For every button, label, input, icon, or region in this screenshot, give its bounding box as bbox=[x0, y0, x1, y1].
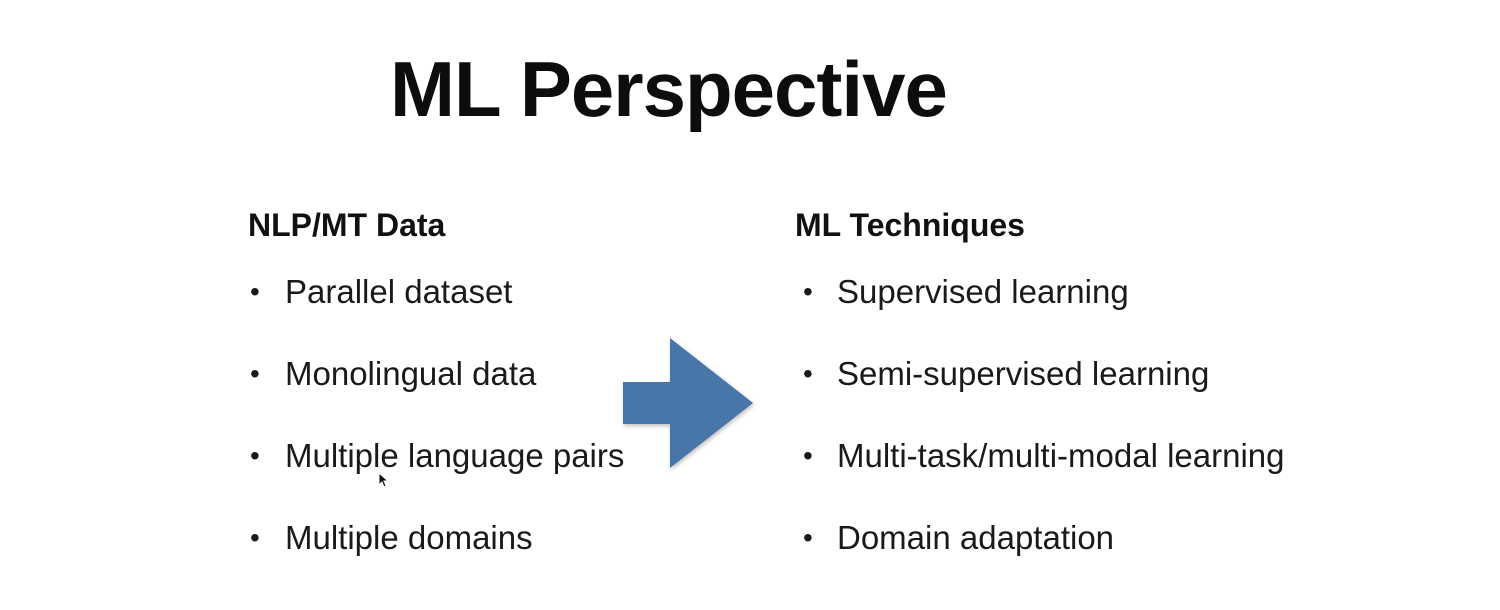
list-item-text: Supervised learning bbox=[837, 273, 1129, 310]
right-arrow-icon bbox=[620, 335, 760, 480]
bullet: • bbox=[250, 276, 260, 307]
list-item: • Parallel dataset bbox=[248, 272, 512, 354]
bullet: • bbox=[250, 358, 260, 389]
bullet: • bbox=[803, 440, 813, 471]
left-bullet-list: • Parallel dataset • Monolingual data • … bbox=[248, 272, 624, 600]
list-item: • Multiple language pairs bbox=[248, 436, 624, 518]
mouse-cursor-icon bbox=[378, 471, 390, 493]
bullet: • bbox=[803, 358, 813, 389]
list-item: • Multi-task/multi-modal learning bbox=[795, 436, 1284, 518]
list-item: • Supervised learning bbox=[795, 272, 1129, 354]
bullet: • bbox=[250, 522, 260, 553]
arrow-shape bbox=[623, 338, 753, 468]
list-item-text: Multiple domains bbox=[285, 519, 533, 556]
list-item: • Semi-supervised learning bbox=[795, 354, 1209, 436]
bullet: • bbox=[803, 276, 813, 307]
bullet: • bbox=[250, 440, 260, 471]
list-item-text: Parallel dataset bbox=[285, 273, 513, 310]
list-item: • Domain adaptation bbox=[795, 518, 1114, 600]
list-item: • Multiple domains bbox=[248, 518, 533, 600]
list-item-text: Multiple language pairs bbox=[285, 437, 625, 474]
right-column: ML Techniques • Supervised learning • Se… bbox=[795, 206, 1284, 600]
list-item: • Monolingual data bbox=[248, 354, 536, 436]
list-item-text: Semi-supervised learning bbox=[837, 355, 1210, 392]
right-column-heading: ML Techniques bbox=[795, 207, 1025, 243]
bullet: • bbox=[803, 522, 813, 553]
left-column: NLP/MT Data • Parallel dataset • Monolin… bbox=[248, 206, 624, 600]
list-item-text: Multi-task/multi-modal learning bbox=[837, 437, 1285, 474]
slide-title: ML Perspective bbox=[390, 45, 948, 133]
list-item-text: Monolingual data bbox=[285, 355, 537, 392]
list-item-text: Domain adaptation bbox=[837, 519, 1115, 556]
left-column-heading: NLP/MT Data bbox=[248, 207, 446, 243]
right-bullet-list: • Supervised learning • Semi-supervised … bbox=[795, 272, 1284, 600]
